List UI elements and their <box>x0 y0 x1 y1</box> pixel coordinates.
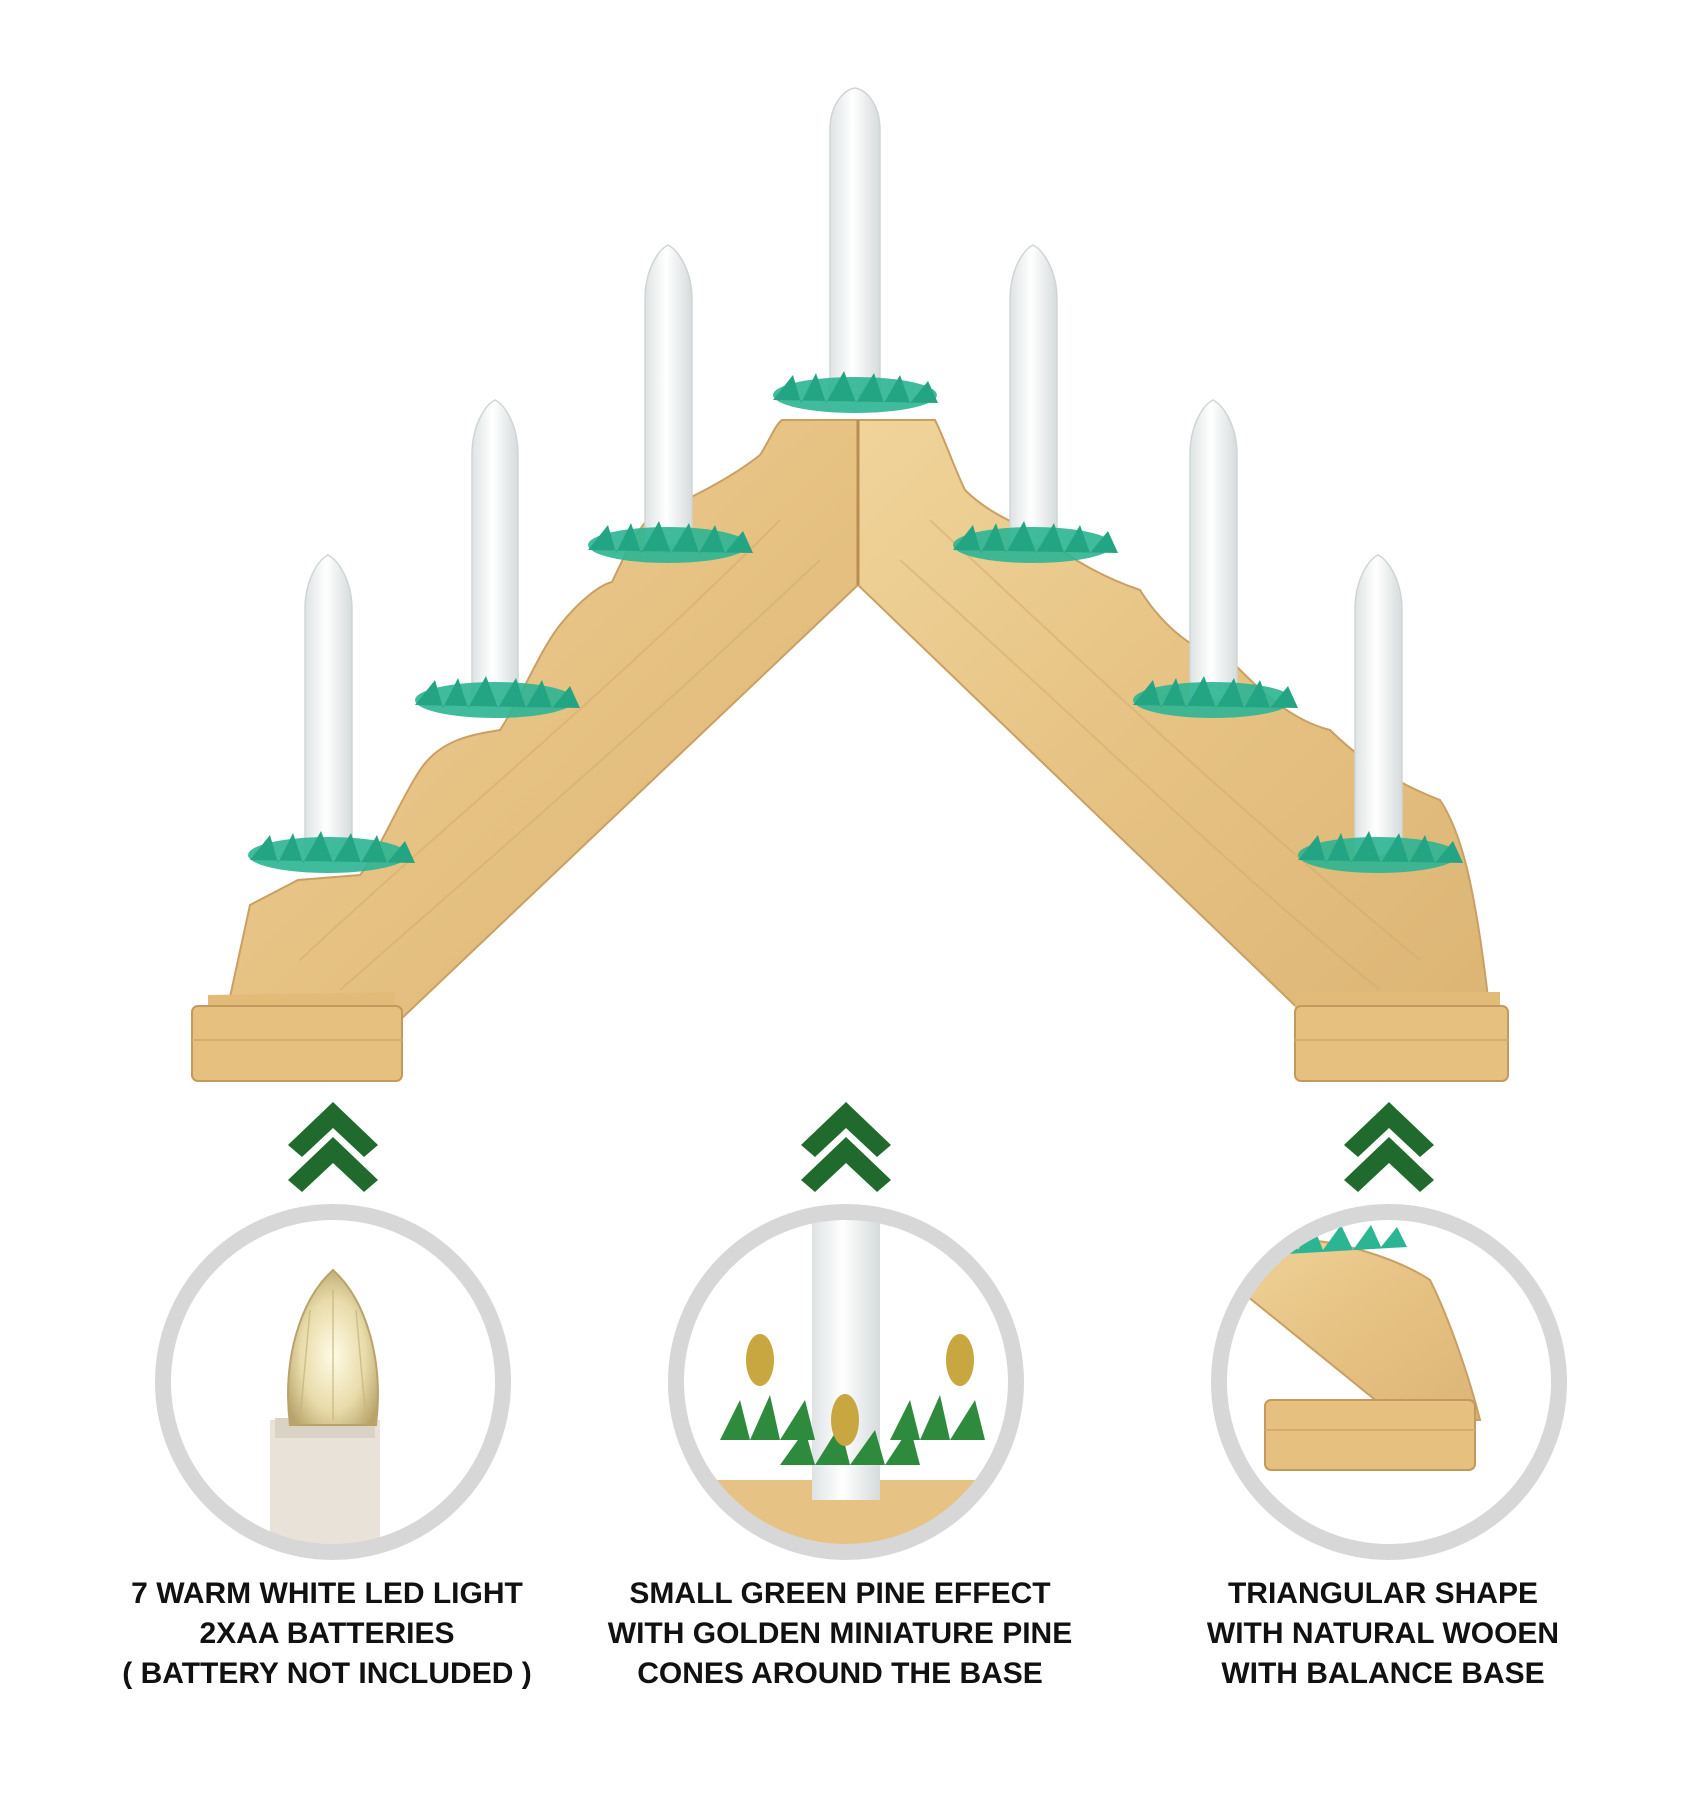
candle-1 <box>248 554 415 873</box>
feature-caption-shape: TRIANGULAR SHAPE WITH NATURAL WOOEN WITH… <box>1123 1574 1643 1694</box>
candle-6 <box>1133 399 1298 718</box>
caption-line: 7 WARM WHITE LED LIGHT <box>131 1577 523 1610</box>
caption-line: CONES AROUND THE BASE <box>637 1657 1043 1690</box>
wood-grain <box>299 519 1421 991</box>
candle-bridge <box>191 87 1509 1082</box>
caption-line: WITH BALANCE BASE <box>1221 1657 1545 1690</box>
detail-pine-collar <box>668 1204 1024 1560</box>
caption-line: ( BATTERY NOT INCLUDED ) <box>122 1657 532 1690</box>
detail-led-bulb <box>155 1204 511 1560</box>
feature-caption-led: 7 WARM WHITE LED LIGHT 2XAA BATTERIES ( … <box>67 1574 587 1694</box>
candle-7 <box>1298 554 1463 873</box>
caption-line: TRIANGULAR SHAPE <box>1227 1577 1538 1610</box>
double-chevron-up-icon <box>1344 1102 1434 1192</box>
candle-2 <box>415 399 580 718</box>
double-chevron-up-icon <box>801 1102 891 1192</box>
double-chevron-up-icon <box>288 1102 378 1192</box>
caption-line: SMALL GREEN PINE EFFECT <box>629 1577 1051 1610</box>
caption-line: 2XAA BATTERIES <box>199 1617 455 1650</box>
caption-line: WITH NATURAL WOOEN <box>1206 1617 1560 1650</box>
detail-wooden-base <box>1211 1204 1567 1560</box>
left-base-foot <box>191 992 403 1082</box>
right-base-foot <box>1294 992 1509 1082</box>
candle-4 <box>773 87 938 413</box>
left-wooden-arm <box>223 419 859 1021</box>
caption-line: WITH GOLDEN MINIATURE PINE <box>607 1617 1073 1650</box>
feature-caption-pine: SMALL GREEN PINE EFFECT WITH GOLDEN MINI… <box>580 1574 1100 1694</box>
candle-3 <box>588 244 753 563</box>
candle-5 <box>953 244 1118 563</box>
